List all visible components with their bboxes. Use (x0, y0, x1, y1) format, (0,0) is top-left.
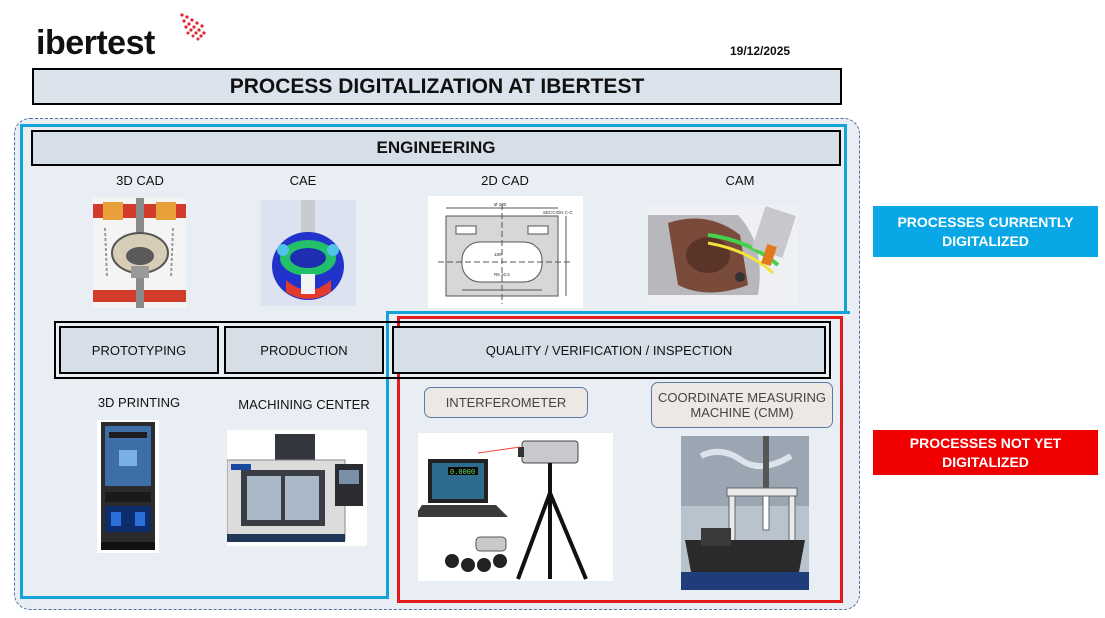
engineering-header: ENGINEERING (31, 130, 841, 166)
3d-printer-icon (97, 420, 159, 553)
svg-text:SECCIÓN C-C: SECCIÓN C-C (543, 209, 574, 215)
digitalized-frame-step (386, 311, 850, 314)
page-title: PROCESS DIGITALIZATION AT IBERTEST (32, 68, 842, 105)
cmm-machine-icon (681, 436, 809, 590)
digitalized-frame-step-vertical (386, 311, 389, 599)
svg-text:R6 ±0,5: R6 ±0,5 (494, 272, 510, 277)
quality-box: QUALITY / VERIFICATION / INSPECTION (392, 326, 826, 374)
label-machining-center: MACHINING CENTER (238, 397, 370, 412)
label-cae: CAE (289, 173, 317, 188)
prototyping-box: PROTOTYPING (59, 326, 219, 374)
technical-drawing-icon: Ø 230 SECCIÓN C-C 180 R6 ±0,5 (428, 196, 583, 308)
label-interferometer: INTERFEROMETER (424, 387, 588, 418)
legend-digitalized: PROCESSES CURRENTLY DIGITALIZED (873, 206, 1098, 257)
not-digitalized-frame (397, 316, 843, 603)
production-box: PRODUCTION (224, 326, 384, 374)
svg-text:Ø 230: Ø 230 (494, 202, 507, 207)
ibertest-logo: ibertest (36, 24, 155, 62)
3d-cad-render-icon (93, 198, 186, 308)
date-label: 19/12/2025 (730, 44, 791, 58)
interferometer-icon: 0.0000 (418, 433, 613, 581)
process-row (54, 321, 831, 379)
svg-text:180: 180 (494, 252, 502, 257)
cae-simulation-icon (261, 200, 356, 306)
cam-toolpath-icon (648, 205, 798, 305)
label-cam: CAM (725, 173, 755, 188)
machining-center-icon (227, 430, 367, 546)
label-2d-cad: 2D CAD (481, 173, 529, 188)
label-3d-cad: 3D CAD (116, 173, 164, 188)
label-cmm: COORDINATE MEASURING MACHINE (CMM) (651, 382, 833, 428)
legend-not-digitalized: PROCESSES NOT YET DIGITALIZED (873, 430, 1098, 475)
svg-text:0.0000: 0.0000 (450, 469, 475, 477)
label-3d-printing: 3D PRINTING (97, 395, 181, 410)
red-dot-swoosh-icon (178, 12, 210, 42)
